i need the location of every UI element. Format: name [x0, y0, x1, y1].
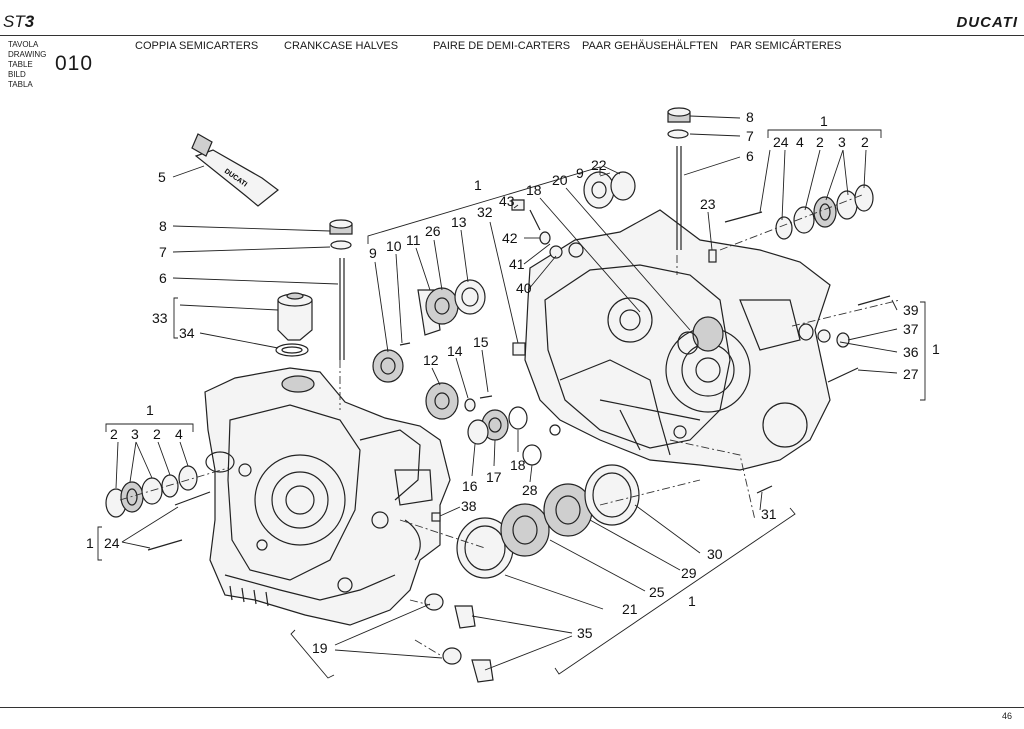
callout-2-d: 2 [861, 134, 869, 150]
left-crankcase-half [204, 367, 451, 626]
callout-34: 34 [179, 325, 195, 341]
model-name: ST3 [3, 12, 34, 32]
callout-8-right: 8 [746, 109, 754, 125]
page-footer: 46 [0, 705, 1024, 729]
callout-1-left-bracket: 1 [86, 535, 94, 551]
callout-28: 28 [522, 482, 538, 498]
callout-40: 40 [516, 280, 532, 296]
title-spanish: PAR SEMICÁRTERES [730, 40, 842, 52]
callout-43: 43 [499, 193, 515, 209]
callout-23: 23 [700, 196, 716, 212]
callout-42: 42 [502, 230, 518, 246]
callout-10: 10 [386, 238, 402, 254]
label-bild: BILD [8, 70, 26, 79]
label-drawing: DRAWING [8, 50, 47, 59]
callout-33: 33 [152, 310, 168, 326]
callout-31: 31 [761, 506, 777, 522]
title-english: CRANKCASE HALVES [284, 40, 399, 52]
callout-12: 12 [423, 352, 439, 368]
right-stud-assembly [667, 107, 691, 250]
title-german: PAAR GEHÄUSEHÄLFTEN [582, 40, 719, 52]
callout-labels: 1 1 1 1 1 1 2 2 2 2 3 3 4 4 5 6 6 7 7 8 … [86, 109, 940, 656]
leader-lines [115, 115, 898, 671]
assembly-brackets [97, 129, 926, 679]
callout-7-left: 7 [159, 244, 167, 260]
callout-41: 41 [509, 256, 525, 272]
callout-24-left: 24 [104, 535, 120, 551]
sealant-tube: DUCATI [191, 133, 279, 207]
callout-1-right-top: 1 [474, 177, 482, 193]
header-divider [0, 35, 1024, 36]
callout-6-right: 6 [746, 148, 754, 164]
bearings-and-seals [105, 171, 874, 683]
callout-8-left: 8 [159, 218, 167, 234]
assembly-axes [119, 194, 901, 656]
callout-13: 13 [451, 214, 467, 230]
callout-3-a: 3 [131, 426, 139, 442]
callout-5: 5 [158, 169, 166, 185]
callout-3-b: 3 [838, 134, 846, 150]
screws-and-dowels [147, 199, 891, 551]
footer-divider [0, 707, 1024, 708]
callout-9-a: 9 [369, 245, 377, 261]
callout-1-left-group: 1 [146, 402, 154, 418]
title-french: PAIRE DE DEMI-CARTERS [433, 40, 571, 52]
breather-assembly [275, 292, 313, 357]
callout-17: 17 [486, 469, 502, 485]
callout-2-c: 2 [816, 134, 824, 150]
callout-39: 39 [903, 302, 919, 318]
callout-30: 30 [707, 546, 723, 562]
callout-38: 38 [461, 498, 477, 514]
callout-6-left: 6 [159, 270, 167, 286]
callout-1-right-group: 1 [820, 113, 828, 129]
callout-1-right-bracket: 1 [932, 341, 940, 357]
callout-11: 11 [406, 232, 421, 248]
callout-22: 22 [591, 157, 607, 173]
label-table: TABLE [8, 60, 33, 69]
brand-logo: DUCATI [956, 14, 1018, 31]
callout-18-lower: 18 [510, 457, 526, 473]
label-tavola: TAVOLA [8, 40, 39, 49]
callout-1-bottom-right: 1 [688, 593, 696, 609]
callout-36: 36 [903, 344, 919, 360]
callout-29: 29 [681, 565, 697, 581]
callout-14: 14 [447, 343, 463, 359]
callout-24-right: 24 [773, 134, 789, 150]
page-number: 46 [1001, 711, 1012, 721]
callout-4-b: 4 [796, 134, 804, 150]
callout-9-b: 9 [576, 165, 584, 181]
title-italian: COPPIA SEMICARTERS [135, 40, 259, 52]
drawing-number: 010 [55, 52, 94, 75]
callout-21: 21 [622, 601, 638, 617]
model-prefix: ST [3, 12, 25, 31]
model-suffix: 3 [24, 12, 35, 31]
callout-26: 26 [425, 223, 441, 239]
callout-4-a: 4 [175, 426, 183, 442]
callout-7-right: 7 [746, 128, 754, 144]
right-crankcase-half [524, 209, 831, 471]
callout-32: 32 [477, 204, 493, 220]
callout-15: 15 [473, 334, 489, 350]
callout-27: 27 [903, 366, 919, 382]
callout-18-upper: 18 [526, 182, 542, 198]
left-stud-assembly [329, 219, 353, 360]
drawing-label-stack: TAVOLA DRAWING TABLE BILD TABLA [8, 40, 46, 90]
label-tabla: TABLA [8, 80, 33, 89]
callout-25: 25 [649, 584, 665, 600]
callout-35: 35 [577, 625, 593, 641]
callout-16: 16 [462, 478, 478, 494]
callout-2-b: 2 [153, 426, 161, 442]
callout-2-a: 2 [110, 426, 118, 442]
callout-19: 19 [312, 640, 328, 656]
callout-20: 20 [552, 172, 568, 188]
page-header: ST3 DUCATI TAVOLA DRAWING TABLE BILD TAB… [0, 0, 1024, 89]
callout-37: 37 [903, 321, 919, 337]
